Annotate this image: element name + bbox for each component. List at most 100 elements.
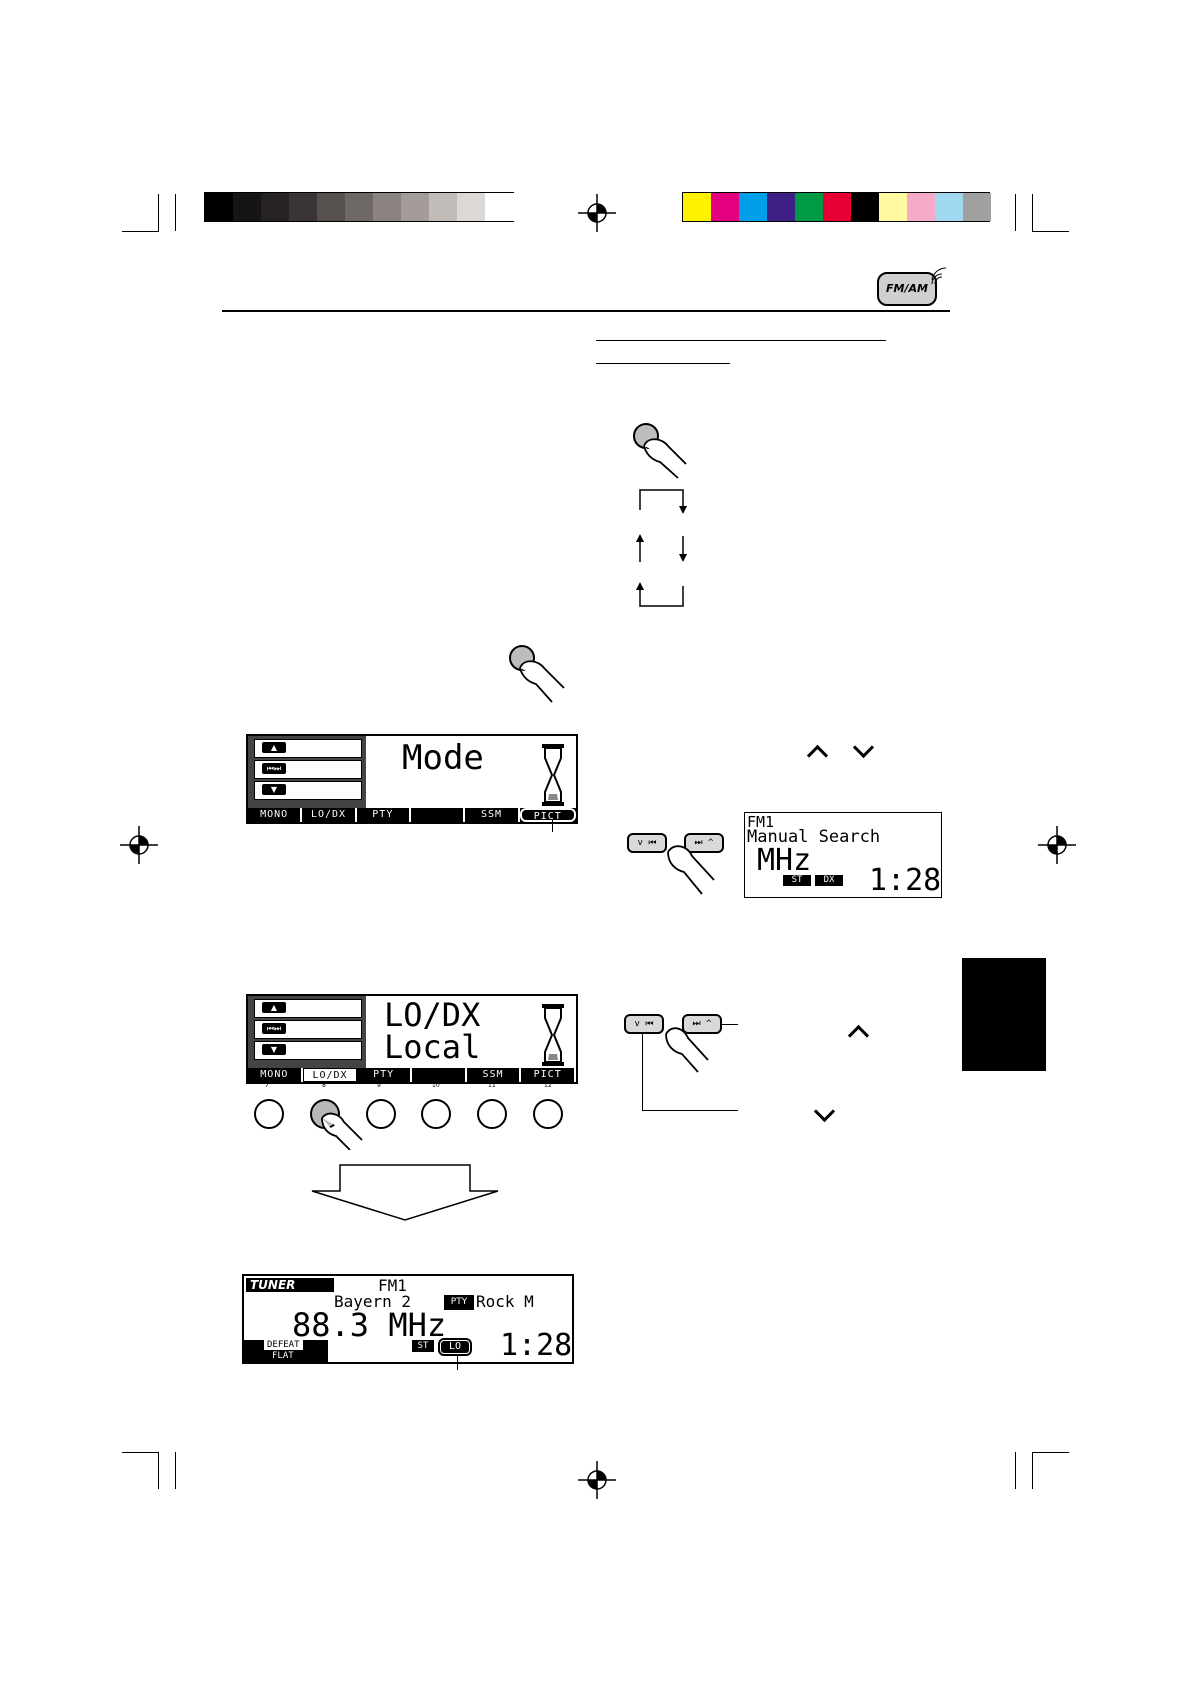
button-number: 9 [377, 1082, 381, 1089]
crop-mark [1032, 1452, 1069, 1453]
preset-button-7[interactable] [254, 1099, 284, 1129]
color-swatch [345, 193, 374, 221]
registration-mark-right [1038, 826, 1076, 864]
frequency: 88.3 MHz [292, 1306, 447, 1344]
registration-mark-bottom [578, 1461, 616, 1499]
button-number: 12 [544, 1082, 552, 1089]
menu-rows: ▲ ⏮⏭ ▼ [248, 996, 366, 1080]
color-swatch [401, 193, 430, 221]
finger-icon [667, 845, 715, 895]
crop-mark [175, 194, 176, 231]
st-indicator: ST [412, 1340, 434, 1352]
softkey-pict[interactable]: PICT [519, 808, 576, 822]
band-label: FM1 [378, 1276, 407, 1295]
softkey-lodx[interactable]: LO/DX [302, 1068, 358, 1082]
softkey-blank[interactable] [412, 1068, 467, 1082]
crop-mark [1032, 1452, 1033, 1489]
softkey-bar: MONO LO/DX PTY SSM PICT [248, 808, 576, 822]
badge-label: FM/AM [886, 282, 928, 295]
callout-line [457, 1356, 458, 1370]
hourglass-icon [542, 1004, 564, 1066]
softkey-pty[interactable]: PTY [357, 808, 411, 822]
softkey-pict[interactable]: PICT [521, 1068, 576, 1082]
up-chevron-icon [847, 1024, 870, 1047]
crop-mark [122, 1452, 159, 1453]
band-label: FM1 [747, 813, 775, 831]
callout-line [642, 1032, 643, 1110]
press-button-icon [633, 423, 687, 479]
softkey-mono[interactable]: MONO [248, 808, 303, 822]
button-number: 10 [432, 1082, 440, 1089]
tuner-logo-text: TUNER [250, 1278, 296, 1292]
color-swatch [851, 193, 880, 221]
color-swatch [767, 193, 796, 221]
color-swatch [963, 193, 992, 221]
preset-button-9[interactable] [366, 1099, 396, 1129]
down-chevron-icon [852, 736, 875, 759]
color-swatch [683, 193, 712, 221]
preset-button-10[interactable] [421, 1099, 451, 1129]
tuner-logo: TUNER [246, 1278, 334, 1292]
preset-button-12[interactable] [533, 1099, 563, 1129]
down-chevron-icon [813, 1100, 836, 1123]
softkey-bar: MONO LO/DX PTY SSM PICT [248, 1068, 576, 1082]
color-swatch [795, 193, 824, 221]
crop-mark [122, 231, 159, 232]
frequency-unit: MHz [757, 843, 812, 878]
color-swatch [261, 193, 290, 221]
pty-badge: PTY [444, 1295, 474, 1310]
press-button-icon [509, 645, 565, 703]
color-swatch [739, 193, 768, 221]
search-mode: Manual Search [747, 827, 881, 847]
color-swatch [935, 193, 964, 221]
up-chevron-icon [806, 744, 829, 767]
registration-mark-top [578, 194, 616, 232]
color-swatch [373, 193, 402, 221]
eq-panel: DEFEAT FLAT [244, 1340, 328, 1362]
seek-down-button[interactable]: v ⏮ [624, 1014, 664, 1034]
crop-mark [158, 1452, 159, 1489]
softkey-blank[interactable] [410, 808, 466, 822]
header-rule [222, 310, 950, 312]
radio-waves-icon [931, 267, 947, 285]
color-swatch [485, 193, 514, 221]
softkey-ssm[interactable]: SSM [467, 1068, 522, 1082]
mode-display: ▲ ⏮⏭ ▼ Mode MONO LO/DX PTY SSM PICT [246, 734, 578, 824]
seek-up-button[interactable]: ⏭ ^ [684, 833, 724, 853]
crop-mark [175, 1452, 176, 1489]
hourglass-icon [542, 744, 564, 806]
color-swatch [429, 193, 458, 221]
manual-search-display: FM1 Manual Search MHz ST DX 1:28 [744, 812, 942, 898]
lo-indicator: LO [438, 1338, 472, 1356]
preset-button-11[interactable] [477, 1099, 507, 1129]
color-swatch [289, 193, 318, 221]
lodx-line2: Local [384, 1028, 481, 1066]
color-swatch [205, 193, 234, 221]
softkey-pty[interactable]: PTY [357, 1068, 413, 1082]
color-swatch [711, 193, 740, 221]
tuner-display: TUNER FM1 Bayern 2 PTY Rock M 88.3 MHz D… [242, 1274, 574, 1364]
crop-mark [1032, 194, 1033, 231]
seek-down-button[interactable]: v ⏮ [627, 833, 667, 853]
crop-mark [158, 194, 159, 231]
color-swatch [879, 193, 908, 221]
callout-line [642, 1110, 738, 1111]
softkey-ssm[interactable]: SSM [465, 808, 520, 822]
prev-next-icon: ⏮⏭ [262, 1023, 286, 1034]
color-swatch [907, 193, 936, 221]
softkey-lodx[interactable]: LO/DX [302, 808, 357, 822]
crop-mark [1015, 1452, 1016, 1489]
clock: 1:28 [500, 1328, 573, 1363]
color-swatch [317, 193, 346, 221]
defeat-label: DEFEAT [264, 1340, 303, 1350]
softkey-mono[interactable]: MONO [248, 1068, 303, 1082]
color-swatch [233, 193, 262, 221]
clock: 1:28 [869, 863, 942, 898]
lodx-line1: LO/DX [384, 996, 481, 1034]
station-name: Bayern 2 [334, 1292, 412, 1311]
mode-title: Mode [402, 738, 484, 778]
crop-mark [1015, 194, 1016, 231]
st-indicator: ST [783, 875, 811, 886]
callout-line [720, 1024, 738, 1025]
big-down-arrow-icon [311, 1164, 499, 1221]
